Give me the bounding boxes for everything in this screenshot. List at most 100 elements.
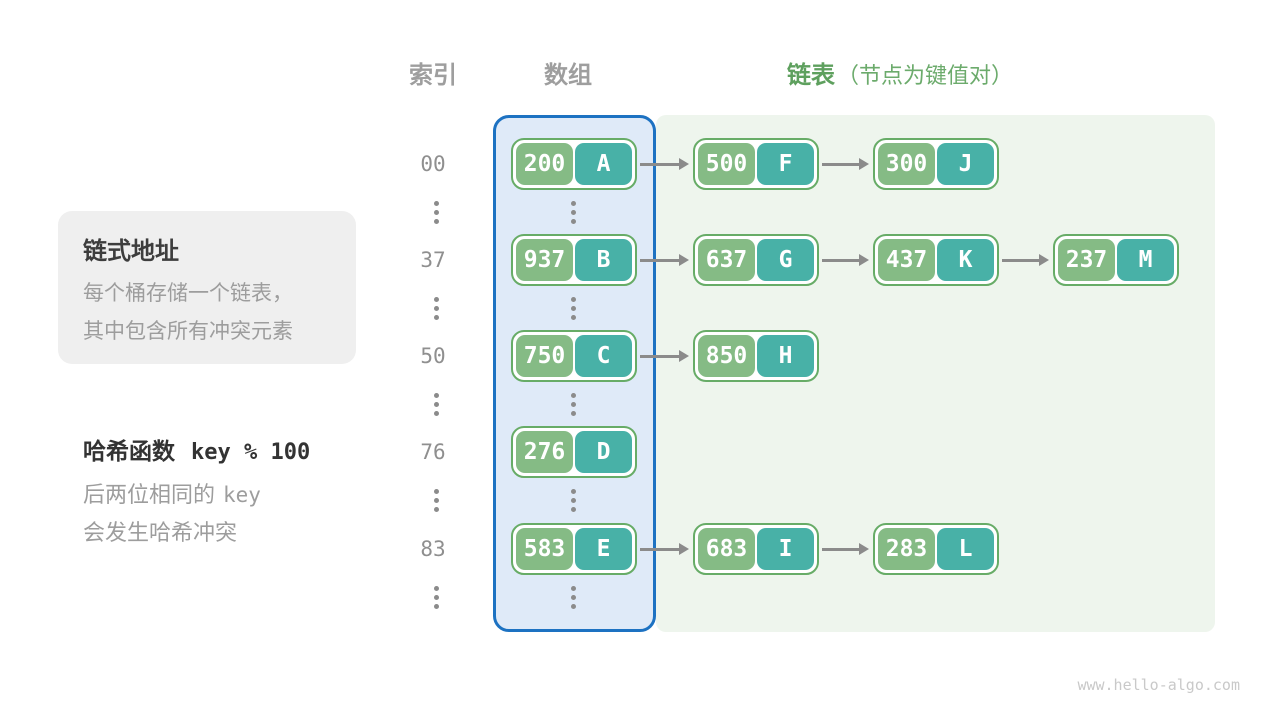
value-cell: A bbox=[575, 143, 632, 185]
arrow bbox=[640, 350, 689, 362]
index-label: 76 bbox=[420, 440, 446, 464]
annotation-card-title: 链式地址 bbox=[83, 238, 179, 265]
ellipsis-dots bbox=[571, 586, 576, 609]
dot bbox=[434, 489, 439, 494]
key-cell: 937 bbox=[516, 239, 573, 281]
ellipsis-dots bbox=[571, 393, 576, 416]
list-header-note: （节点为键值对） bbox=[837, 63, 1014, 88]
dot bbox=[434, 604, 439, 609]
arrow bbox=[822, 158, 869, 170]
dot bbox=[571, 489, 576, 494]
annotation-card: 链式地址 每个桶存储一个链表， 其中包含所有冲突元素 bbox=[58, 211, 356, 364]
ellipsis-dots bbox=[571, 201, 576, 224]
dot bbox=[434, 411, 439, 416]
dot bbox=[434, 219, 439, 224]
dot bbox=[571, 402, 576, 407]
ellipsis-dots bbox=[434, 201, 439, 224]
dot bbox=[571, 306, 576, 311]
key-cell: 750 bbox=[516, 335, 573, 377]
value-cell: M bbox=[1117, 239, 1174, 281]
key-cell: 276 bbox=[516, 431, 573, 473]
dot bbox=[571, 586, 576, 591]
dot bbox=[434, 201, 439, 206]
arrow bbox=[640, 543, 689, 555]
value-cell: K bbox=[937, 239, 994, 281]
dot bbox=[571, 297, 576, 302]
key-cell: 683 bbox=[698, 528, 755, 570]
dot bbox=[434, 498, 439, 503]
dot bbox=[571, 210, 576, 215]
list-header-label: 链表 bbox=[787, 62, 835, 89]
key-cell: 283 bbox=[878, 528, 935, 570]
ellipsis-dots bbox=[571, 297, 576, 320]
key-cell: 637 bbox=[698, 239, 755, 281]
annotation-card-line: 其中包含所有冲突元素 bbox=[83, 320, 293, 343]
dot bbox=[434, 210, 439, 215]
dot bbox=[571, 595, 576, 600]
dot bbox=[571, 201, 576, 206]
value-cell: D bbox=[575, 431, 632, 473]
index-label: 00 bbox=[420, 152, 446, 176]
ellipsis-dots bbox=[434, 393, 439, 416]
ellipsis-dots bbox=[571, 489, 576, 512]
dot bbox=[571, 393, 576, 398]
key-cell: 200 bbox=[516, 143, 573, 185]
arrow bbox=[640, 254, 689, 266]
hash-function-formula: key % 100 bbox=[191, 440, 311, 465]
dot bbox=[434, 297, 439, 302]
dot bbox=[434, 393, 439, 398]
value-cell: J bbox=[937, 143, 994, 185]
array-column-header: 数组 bbox=[544, 62, 592, 89]
dot bbox=[434, 507, 439, 512]
value-cell: E bbox=[575, 528, 632, 570]
value-cell: G bbox=[757, 239, 814, 281]
value-cell: B bbox=[575, 239, 632, 281]
dot bbox=[434, 586, 439, 591]
value-cell: C bbox=[575, 335, 632, 377]
hash-note-line: 会发生哈希冲突 bbox=[83, 520, 238, 545]
watermark: www.hello-algo.com bbox=[1077, 676, 1240, 694]
key-cell: 237 bbox=[1058, 239, 1115, 281]
dot bbox=[571, 315, 576, 320]
ellipsis-dots bbox=[434, 297, 439, 320]
arrow bbox=[1002, 254, 1049, 266]
value-cell: H bbox=[757, 335, 814, 377]
value-cell: I bbox=[757, 528, 814, 570]
dot bbox=[571, 411, 576, 416]
dot bbox=[434, 402, 439, 407]
ellipsis-dots bbox=[434, 586, 439, 609]
key-cell: 850 bbox=[698, 335, 755, 377]
dot bbox=[434, 306, 439, 311]
dot bbox=[434, 315, 439, 320]
index-column-header: 索引 bbox=[409, 62, 457, 89]
index-label: 37 bbox=[420, 248, 446, 272]
index-label: 83 bbox=[420, 537, 446, 561]
annotation-card-line: 每个桶存储一个链表， bbox=[83, 282, 293, 305]
dot bbox=[571, 219, 576, 224]
ellipsis-dots bbox=[434, 489, 439, 512]
key-cell: 583 bbox=[516, 528, 573, 570]
dot bbox=[434, 595, 439, 600]
arrow bbox=[822, 543, 869, 555]
key-cell: 437 bbox=[878, 239, 935, 281]
list-column-header: 链表（节点为键值对） bbox=[787, 55, 1013, 90]
dot bbox=[571, 498, 576, 503]
value-cell: F bbox=[757, 143, 814, 185]
arrow bbox=[640, 158, 689, 170]
index-label: 50 bbox=[420, 344, 446, 368]
